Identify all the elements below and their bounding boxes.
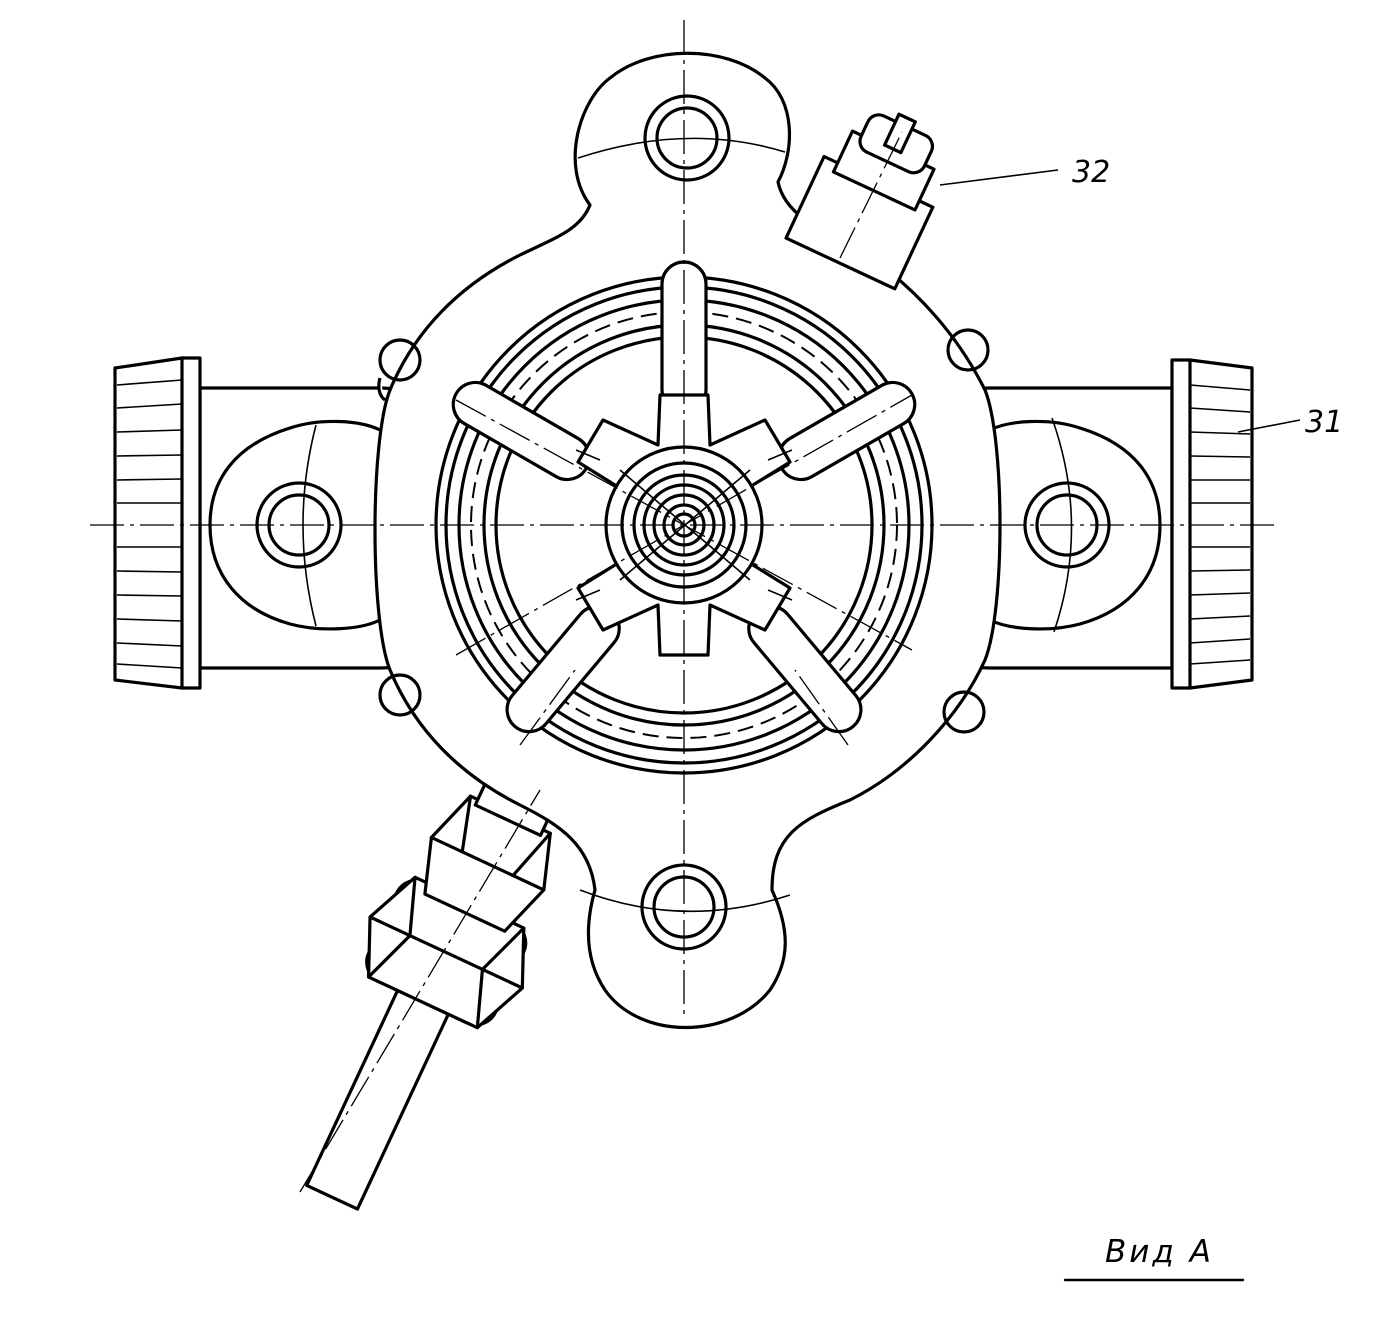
top-lug-hole — [577, 94, 786, 182]
view-title: Вид А — [1105, 1234, 1214, 1270]
callout-32-label: 32 — [1072, 155, 1110, 190]
center-lines — [90, 20, 1275, 1193]
screw-32 — [784, 112, 936, 291]
callout-31-label: 31 — [1305, 405, 1343, 440]
view-title-block: Вид А — [1063, 1234, 1245, 1282]
right-cap — [1170, 358, 1254, 690]
left-cap — [113, 356, 202, 690]
callout-32: 32 — [939, 155, 1110, 190]
callout-31: 31 — [1237, 405, 1343, 440]
